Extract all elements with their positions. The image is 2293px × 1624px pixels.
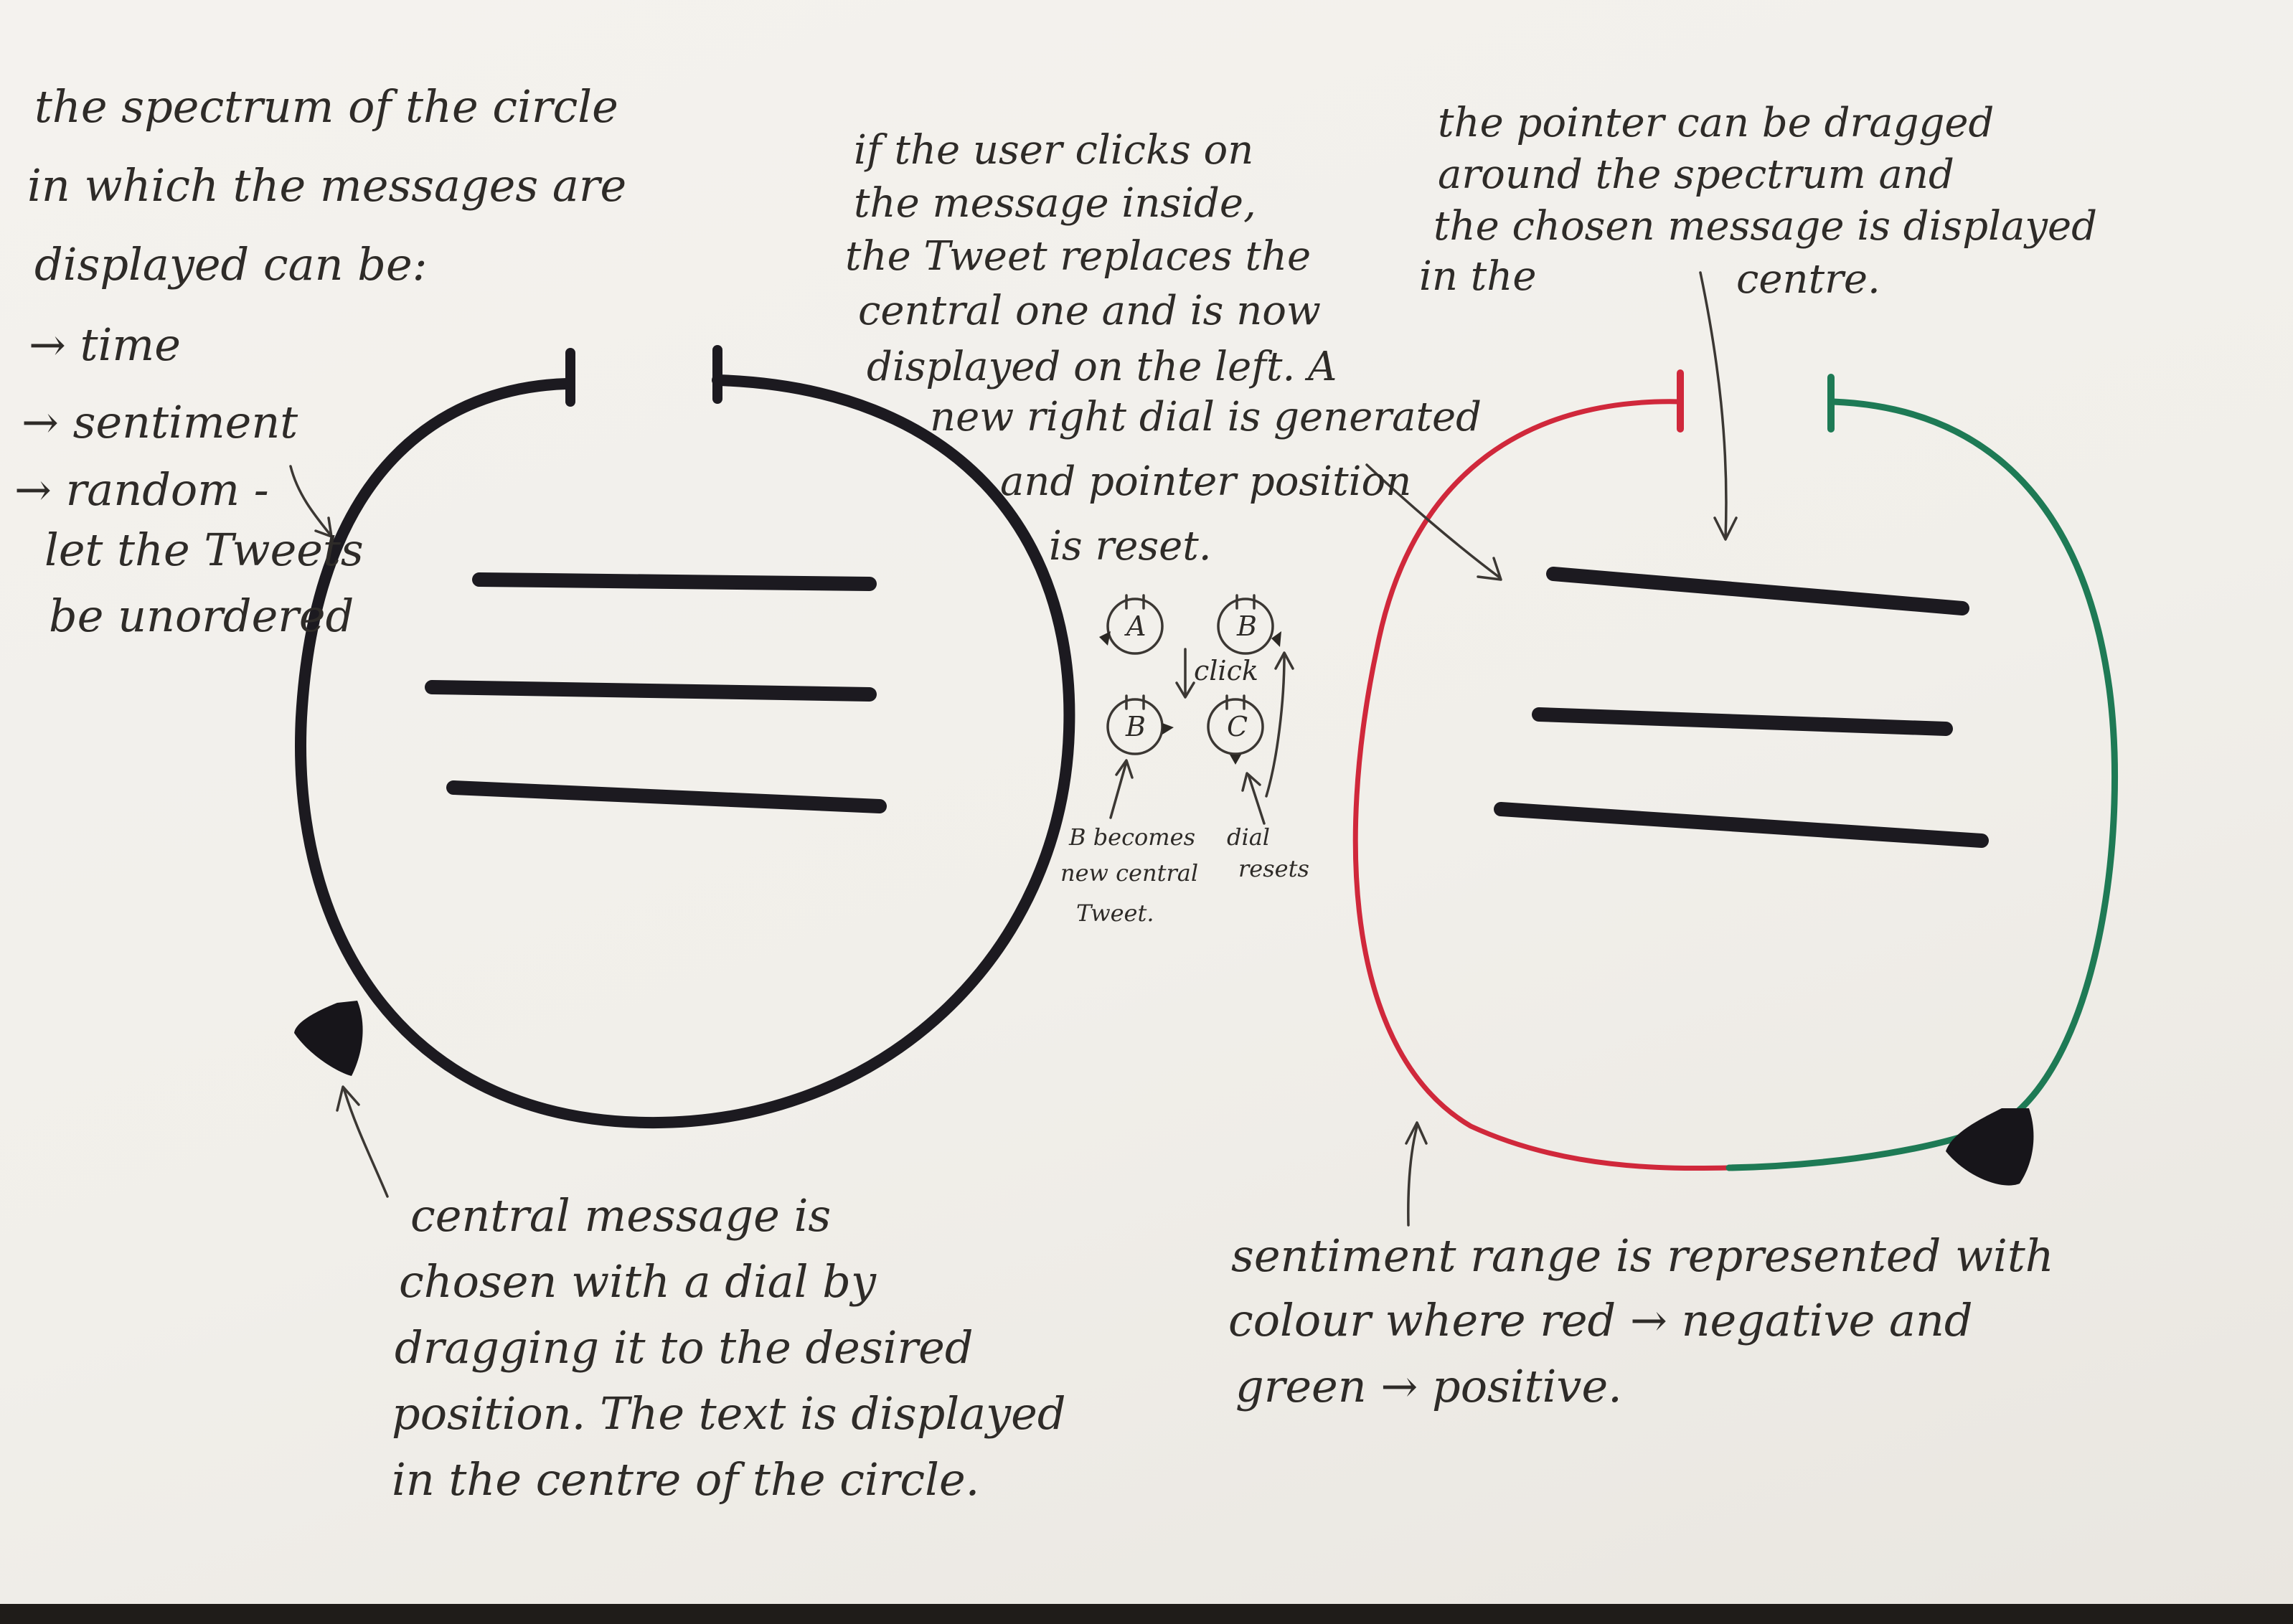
arrowhead-random bbox=[314, 516, 333, 538]
right-message-line-3 bbox=[1494, 802, 1989, 848]
mini-arrowhead-click-down bbox=[1175, 681, 1195, 699]
mini-dial-b-central-pointer bbox=[1162, 723, 1174, 735]
note-central-line-3: dragging it to the desired bbox=[395, 1321, 974, 1374]
mini-dial-caption-2: resets bbox=[1238, 855, 1309, 882]
note-central-line-4: position. The text is displayed bbox=[392, 1387, 1066, 1440]
mini-b-caption-1: B becomes bbox=[1068, 823, 1195, 851]
mini-arrowhead-reset-up bbox=[1274, 651, 1294, 670]
left-message-line-2 bbox=[425, 680, 877, 702]
mini-dial-b-top-pointer bbox=[1271, 631, 1281, 647]
mini-arrow-reset-up bbox=[1265, 655, 1286, 798]
note-pointer-line-4: in the bbox=[1419, 253, 1537, 300]
mini-dial-c-label: C bbox=[1227, 711, 1248, 742]
left-dial bbox=[294, 345, 1075, 1129]
arrowhead-sentiment-note bbox=[1405, 1121, 1428, 1145]
mini-dial-c bbox=[1207, 698, 1264, 755]
arrow-random-to-ring bbox=[289, 465, 331, 536]
note-spectrum-line-6: → random - bbox=[14, 463, 269, 516]
note-spectrum-line-5: → sentiment bbox=[22, 396, 298, 448]
note-pointer-line-1: the pointer can be dragged bbox=[1438, 100, 1994, 146]
mini-b-caption-3: Tweet. bbox=[1076, 900, 1154, 927]
note-click-line-1: if the user clicks on bbox=[854, 127, 1253, 174]
right-dial-pointer[interactable] bbox=[1946, 1108, 2034, 1186]
arrow-sentiment-note-to-arc bbox=[1407, 1125, 1418, 1227]
arrow-central-note-to-pointer bbox=[343, 1089, 389, 1198]
mini-dial-b-top bbox=[1217, 598, 1274, 655]
note-sentiment-line-1: sentiment range is represented with bbox=[1231, 1229, 2054, 1282]
mini-dial-b-new-central-label: B bbox=[1125, 711, 1146, 742]
note-pointer: the pointer can be dragged around the sp… bbox=[1419, 100, 2097, 303]
mini-dial-a bbox=[1106, 598, 1164, 655]
note-sentiment-line-3: green → positive. bbox=[1235, 1360, 1622, 1412]
left-dial-ring bbox=[295, 374, 1075, 1129]
note-click-line-3: the Tweet replaces the bbox=[845, 233, 1311, 280]
note-central: central message is chosen with a dial by… bbox=[392, 1189, 1066, 1506]
note-click-line-5: displayed on the left. A bbox=[867, 344, 1337, 390]
note-click-line-7: and pointer position bbox=[1000, 458, 1411, 505]
mini-arrow-b-caption bbox=[1109, 760, 1128, 819]
left-message-line-1 bbox=[472, 572, 877, 591]
note-spectrum-line-3: displayed can be: bbox=[34, 238, 428, 291]
right-dial bbox=[1352, 369, 2119, 1186]
right-message-line-2 bbox=[1532, 707, 1953, 736]
mini-dial-a-pointer bbox=[1099, 631, 1111, 646]
note-click-line-2: the message inside, bbox=[854, 180, 1256, 227]
mini-dial-a-label: A bbox=[1124, 610, 1146, 642]
arrow-click-note-to-right bbox=[1365, 463, 1501, 579]
note-click-line-8: is reset. bbox=[1049, 523, 1212, 570]
note-pointer-line-5: centre. bbox=[1736, 256, 1880, 303]
note-central-line-5: in the centre of the circle. bbox=[392, 1453, 979, 1506]
mini-arrowhead-dial-caption bbox=[1241, 772, 1261, 792]
right-dial-positive-arc bbox=[1725, 398, 2119, 1171]
mini-dial-b-top-label: B bbox=[1236, 610, 1257, 642]
mini-click-label: click bbox=[1194, 655, 1258, 686]
arrowhead-central-note bbox=[336, 1085, 360, 1112]
note-spectrum-line-1: the spectrum of the circle bbox=[34, 80, 618, 133]
mini-arrowhead-b-caption bbox=[1115, 759, 1134, 779]
right-dial-negative-arc bbox=[1352, 399, 1732, 1171]
note-pointer-line-2: around the spectrum and bbox=[1438, 151, 1954, 198]
right-message-line-1 bbox=[1546, 567, 1969, 615]
note-central-line-1: central message is bbox=[410, 1189, 831, 1242]
note-spectrum-line-4: → time bbox=[29, 318, 181, 371]
mini-b-caption-2: new central bbox=[1060, 859, 1198, 887]
arrowhead-click-note bbox=[1477, 557, 1502, 581]
annotation-arrows bbox=[289, 271, 1738, 1227]
note-spectrum-line-8: be unordered bbox=[49, 590, 354, 642]
note-pointer-line-3: the chosen message is displayed bbox=[1433, 203, 2097, 250]
arrow-pointer-note-to-message bbox=[1699, 271, 1728, 539]
note-click-line-4: central one and is now bbox=[858, 288, 1321, 334]
note-spectrum-line-7: let the Tweets bbox=[44, 524, 364, 576]
note-spectrum: the spectrum of the circle in which the … bbox=[14, 80, 626, 642]
note-click-line-6: new right dial is generated bbox=[930, 394, 1482, 440]
arrowhead-pointer-note bbox=[1713, 516, 1738, 541]
left-message-line-3 bbox=[446, 780, 887, 813]
note-central-line-2: chosen with a dial by bbox=[399, 1255, 877, 1308]
mini-dial-c-pointer bbox=[1230, 755, 1241, 765]
mini-arrow-dial-caption bbox=[1247, 773, 1266, 825]
left-dial-pointer[interactable] bbox=[294, 1001, 363, 1076]
note-sentiment: sentiment range is represented with colo… bbox=[1228, 1229, 2054, 1412]
table-edge bbox=[0, 1604, 2293, 1624]
note-spectrum-line-2: in which the messages are bbox=[27, 159, 626, 212]
mini-dial-caption-1: dial bbox=[1227, 823, 1270, 851]
mini-diagram: A B B C click B becomes new central Twee… bbox=[1060, 594, 1309, 927]
note-sentiment-line-2: colour where red → negative and bbox=[1228, 1294, 1973, 1346]
note-click: if the user clicks on the message inside… bbox=[845, 127, 1482, 570]
